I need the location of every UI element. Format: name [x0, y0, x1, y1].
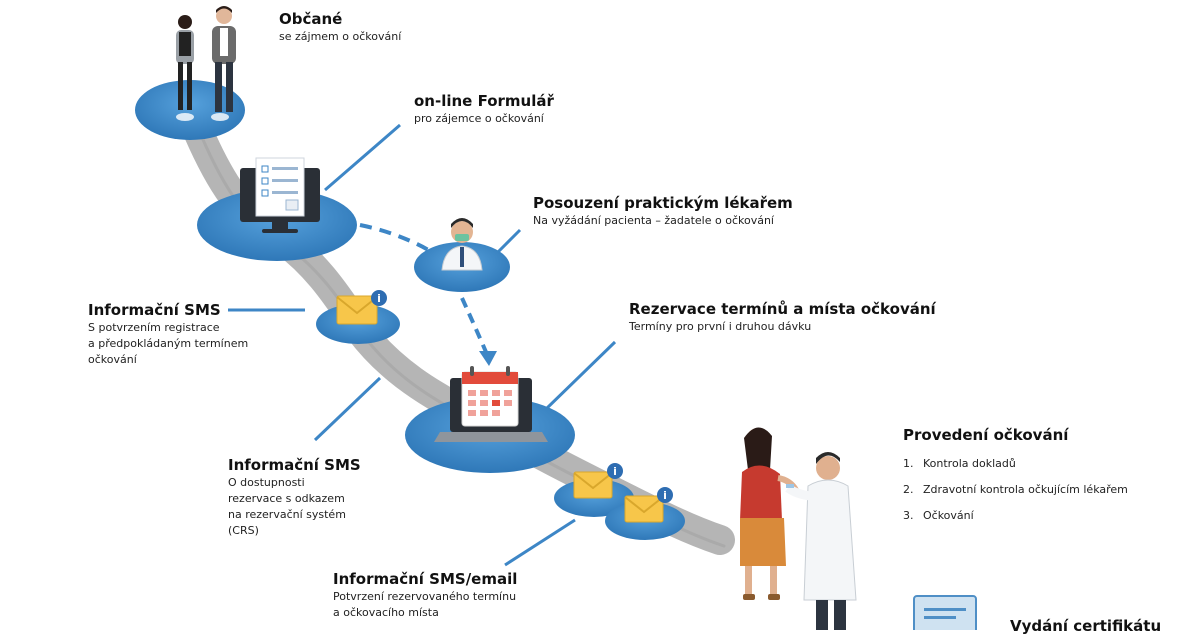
label-vaccination: Provedení očkování 1.Kontrola dokladů 2.… [903, 426, 1128, 529]
step-subtitle: se zájmem o očkování [279, 30, 402, 43]
arrow-head [479, 351, 497, 366]
envelope-icon [336, 295, 378, 325]
laptop-calendar-icon [434, 366, 548, 442]
step-subtitle: rezervace s odkazem [228, 492, 345, 505]
list-item: 2.Zdravotní kontrola očkujícím lékařem [903, 483, 1128, 496]
label-sms-email: Informační SMS/email Potvrzení rezervova… [333, 570, 517, 621]
connector-rezervace [543, 340, 617, 412]
envelope-icon-3 [624, 495, 664, 523]
dashed-detour [359, 223, 434, 254]
info-badge-icon-2: i [607, 463, 623, 479]
step-title: Provedení očkování [903, 426, 1069, 444]
svg-text:i: i [613, 465, 617, 478]
step-subtitle: Na vyžádání pacienta – žadatele o očková… [533, 214, 774, 227]
step-title: Vydání certifikátu [1010, 617, 1162, 635]
label-reservation: Rezervace termínů a místa očkování Termí… [629, 300, 936, 335]
step-title: Posouzení praktickým lékařem [533, 194, 793, 212]
step-title: Informační SMS [228, 456, 361, 474]
step-title: Rezervace termínů a místa očkování [629, 300, 936, 318]
step-subtitle: a očkovacího místa [333, 606, 439, 619]
label-citizens: Občané se zájmem o očkování [279, 10, 401, 45]
step-subtitle: pro zájemce o očkování [414, 112, 544, 125]
monitor-form-icon [240, 157, 320, 233]
list-item: 1.Kontrola dokladů [903, 457, 1016, 470]
label-sms-availability: Informační SMS O dostupnosti rezervace s… [228, 456, 361, 539]
certificate-icon [913, 595, 977, 630]
connector-lekar [493, 228, 522, 257]
svg-text:i: i [663, 489, 667, 502]
step-subtitle: na rezervační systém [228, 508, 346, 521]
citizens-illustration [176, 6, 236, 112]
step-title: Občané [279, 10, 343, 28]
vaccination-steps-list: 1.Kontrola dokladů 2.Zdravotní kontrola … [903, 451, 1128, 529]
info-badge-icon: i [371, 290, 387, 306]
step-subtitle: O dostupnosti [228, 476, 305, 489]
doctor-icon [441, 218, 483, 271]
dashed-arrow-down [460, 297, 488, 353]
vaccination-illustration [740, 427, 857, 630]
step-subtitle: a předpokládaným termínem [88, 337, 249, 350]
step-title: Informační SMS/email [333, 570, 518, 588]
step-title: on-line Formulář [414, 92, 554, 110]
connector-sms2 [313, 376, 382, 442]
info-badge-icon-3: i [657, 487, 673, 503]
connector-smsemail [504, 518, 576, 567]
step-subtitle: očkování [88, 353, 137, 366]
step-subtitle: Potvrzení rezervovaného termínu [333, 590, 517, 603]
list-item: 3.Očkování [903, 509, 974, 522]
label-certificate: Vydání certifikátu [1010, 617, 1161, 636]
connector-formular [324, 123, 401, 192]
step-subtitle: (CRS) [228, 524, 259, 537]
envelope-icon-2 [573, 471, 613, 499]
label-sms-registration: Informační SMS S potvrzením registrace a… [88, 301, 248, 368]
label-form: on-line Formulář pro zájemce o očkování [414, 92, 554, 127]
step-title: Informační SMS [88, 301, 221, 319]
label-doctor-assessment: Posouzení praktickým lékařem Na vyžádání… [533, 194, 793, 229]
step-subtitle: Termíny pro první i druhou dávku [629, 320, 812, 333]
svg-text:i: i [377, 292, 381, 305]
step-subtitle: S potvrzením registrace [88, 321, 220, 334]
